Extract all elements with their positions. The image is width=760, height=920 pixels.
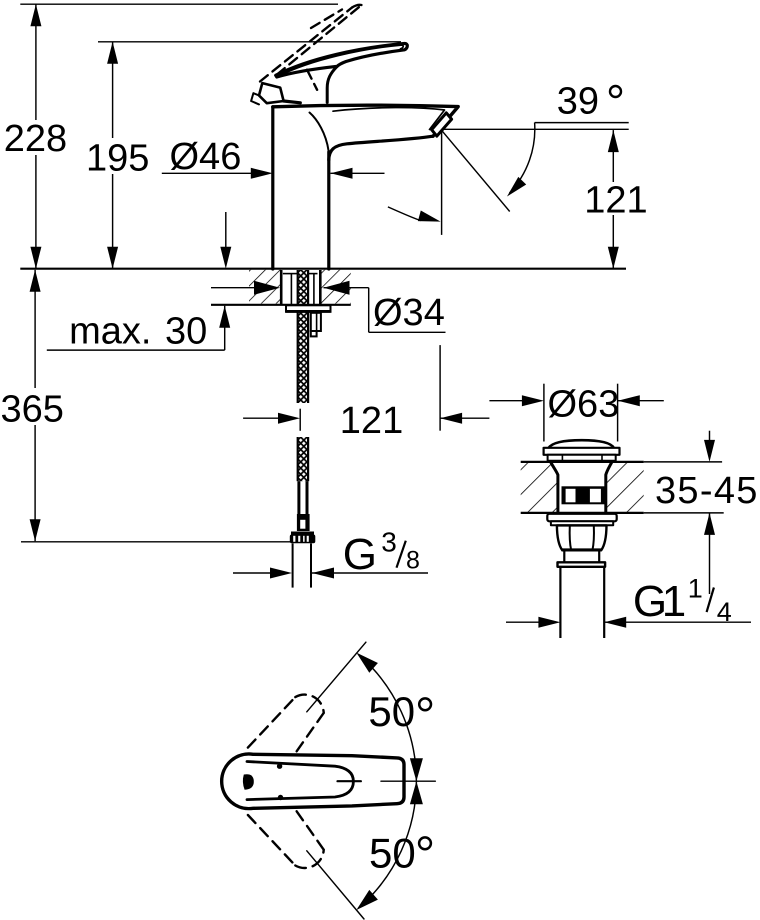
svg-text:8: 8 <box>406 547 420 575</box>
svg-text:30: 30 <box>165 311 207 353</box>
svg-text:121: 121 <box>340 400 403 442</box>
svg-text:G: G <box>633 577 667 626</box>
svg-text:39: 39 <box>557 81 599 123</box>
svg-text:50: 50 <box>368 688 415 735</box>
svg-text:50: 50 <box>369 830 416 877</box>
svg-text:195: 195 <box>86 138 149 180</box>
svg-text:228: 228 <box>4 118 67 160</box>
svg-text:35-45: 35-45 <box>655 470 759 512</box>
svg-text:1: 1 <box>662 577 686 626</box>
svg-text:Ø46: Ø46 <box>170 136 242 178</box>
svg-text:Ø63: Ø63 <box>548 384 620 426</box>
svg-text:3: 3 <box>381 527 397 558</box>
svg-text:G: G <box>343 530 377 579</box>
svg-text:Ø34: Ø34 <box>373 292 445 334</box>
svg-text:4: 4 <box>717 597 732 627</box>
svg-text:1: 1 <box>688 574 703 604</box>
svg-text:365: 365 <box>1 389 64 431</box>
svg-text:121: 121 <box>584 180 647 222</box>
svg-text:max.: max. <box>69 311 151 353</box>
